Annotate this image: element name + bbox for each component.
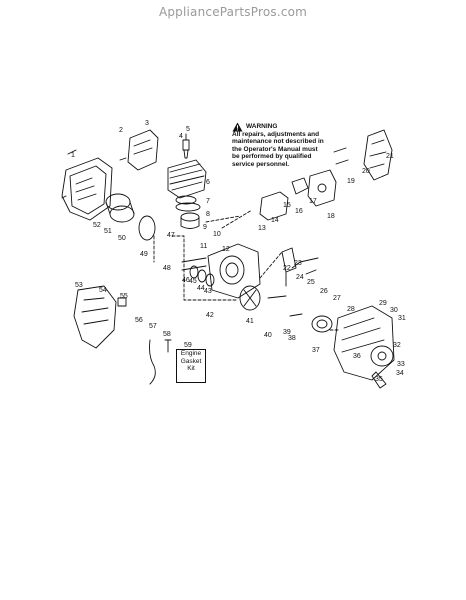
part-label-33: 33 [397, 361, 405, 368]
part-label-26: 26 [320, 288, 328, 295]
part-label-22: 22 [283, 265, 291, 272]
air-box [363, 129, 393, 181]
part-label-10: 10 [213, 231, 221, 238]
piston [180, 212, 200, 229]
carburetor [259, 177, 309, 221]
part-label-45: 45 [189, 278, 197, 285]
kit-line-3: Kit [187, 365, 195, 372]
warning-title: WARNING [246, 123, 278, 130]
part-label-37: 37 [312, 347, 320, 354]
part-label-42: 42 [206, 312, 214, 319]
part-label-24: 24 [296, 274, 304, 281]
fasteners [61, 147, 349, 317]
part-label-17: 17 [309, 198, 317, 205]
part-label-28: 28 [347, 306, 355, 313]
spark-plug [182, 133, 190, 159]
part-label-57: 57 [149, 323, 157, 330]
warning-body: All repairs, adjustments and maintenance… [232, 130, 324, 168]
crankshaft-assembly [181, 257, 215, 287]
part-label-11: 11 [200, 243, 207, 250]
kit-line-1: Engine [180, 350, 202, 357]
muffler-bolt [117, 297, 127, 307]
site-title[interactable]: AppliancePartsPros.com [158, 5, 308, 19]
starter-pulley [370, 345, 394, 367]
cylinder [167, 159, 207, 205]
part-label-21: 21 [386, 153, 394, 160]
crankcase [207, 243, 261, 299]
part-label-46: 46 [182, 277, 190, 284]
part-label-53: 53 [75, 282, 83, 289]
part-label-30: 30 [390, 307, 398, 314]
part-label-41: 41 [246, 318, 254, 325]
part-label-12: 12 [222, 246, 230, 253]
starter-housing [333, 305, 395, 381]
air-filter-cover [61, 157, 113, 221]
part-label-7: 7 [206, 198, 210, 205]
part-label-54: 54 [99, 287, 107, 294]
part-label-20: 20 [362, 168, 370, 175]
warning-notice: WARNING All repairs, adjustments and mai… [232, 122, 324, 169]
rewind-spring [311, 315, 333, 333]
part-label-58: 58 [163, 331, 171, 338]
part-label-6: 6 [206, 179, 210, 186]
part-label-3: 3 [145, 120, 149, 127]
kit-part-number: 59 [184, 342, 192, 349]
part-label-51: 51 [104, 228, 112, 235]
part-label-1: 1 [71, 152, 75, 159]
part-number-labels: 1 2 3 4 5 6 7 8 9 10 11 12 13 14 15 16 1… [71, 120, 406, 383]
starter-handle [371, 371, 387, 389]
ring-gasket [138, 215, 156, 241]
carburetor-block [307, 169, 337, 207]
part-label-52: 52 [93, 222, 101, 229]
part-label-36: 36 [353, 353, 361, 360]
muffler-guard [73, 285, 117, 349]
part-label-2: 2 [119, 127, 123, 134]
cylinder-gasket [175, 202, 201, 212]
part-label-14: 14 [271, 217, 279, 224]
part-label-9: 9 [203, 224, 207, 231]
flywheel [239, 285, 261, 311]
engine-gasket-kit-box: Engine Gasket Kit [176, 349, 206, 383]
part-label-47: 47 [167, 232, 175, 239]
part-label-56: 56 [135, 317, 143, 324]
part-label-49: 49 [140, 251, 148, 258]
kit-line-2: Gasket [180, 357, 202, 365]
part-label-50: 50 [118, 235, 126, 242]
part-label-23: 23 [294, 260, 302, 267]
part-label-38: 38 [288, 335, 296, 342]
part-label-27: 27 [333, 295, 341, 302]
part-label-5: 5 [186, 126, 190, 133]
part-label-4: 4 [179, 133, 183, 140]
part-label-48: 48 [163, 265, 171, 272]
part-label-8: 8 [206, 211, 210, 218]
part-label-39: 39 [283, 329, 291, 336]
part-label-34: 34 [396, 370, 404, 377]
part-label-44: 44 [197, 285, 205, 292]
throttle-cable [149, 339, 156, 385]
part-label-25: 25 [307, 279, 315, 286]
screw [164, 339, 172, 353]
part-label-32: 32 [393, 342, 401, 349]
warning-header: WARNING [232, 122, 324, 132]
air-filter [105, 193, 135, 223]
part-label-15: 15 [283, 202, 291, 209]
part-label-43: 43 [204, 288, 212, 295]
part-label-18: 18 [327, 213, 335, 220]
part-label-13: 13 [258, 225, 266, 232]
part-label-29: 29 [379, 300, 387, 307]
part-label-16: 16 [295, 208, 303, 215]
part-label-31: 31 [398, 315, 406, 322]
leader-lines [153, 209, 339, 331]
part-label-40: 40 [264, 332, 272, 339]
part-label-55: 55 [120, 293, 128, 300]
fuel-tank-bracket [281, 247, 301, 287]
part-label-19: 19 [347, 178, 355, 185]
part-label-35: 35 [375, 376, 383, 383]
cylinder-shroud [127, 129, 159, 171]
site-header: AppliancePartsPros.com [0, 0, 466, 24]
warning-triangle-icon [232, 122, 243, 132]
